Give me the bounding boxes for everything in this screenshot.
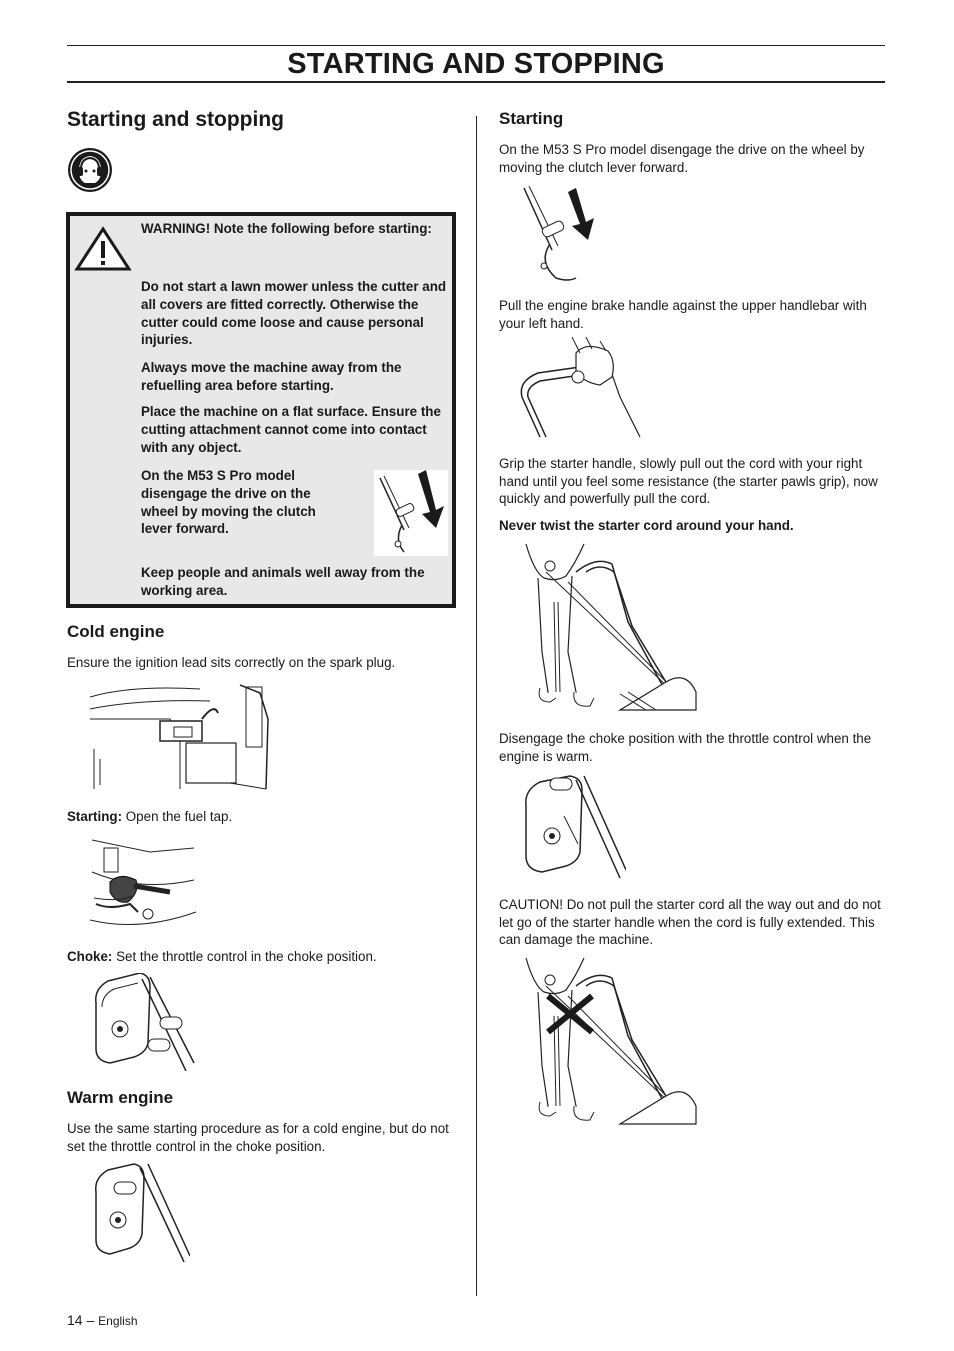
footer-language: English	[98, 1314, 138, 1328]
spark-plug-illustration	[90, 679, 270, 791]
starting-text-1: On the M53 S Pro model disengage the dri…	[499, 142, 865, 175]
cold-engine-title: Cold engine	[67, 622, 165, 641]
throttle-warm-illustration	[90, 1162, 190, 1262]
section-title: Starting and stopping	[67, 108, 284, 131]
choke-text: Set the throttle control in the choke po…	[112, 949, 377, 964]
throttle-choke-illustration	[90, 973, 196, 1071]
starting-instruction: Starting: Open the fuel tap.	[67, 808, 457, 826]
warning-text-1: Do not start a lawn mower unless the cut…	[141, 279, 447, 348]
warning-text-5: Keep people and animals well away from t…	[141, 565, 425, 598]
caution-pull-cord-illustration	[516, 956, 698, 1126]
starting-text-5: Disengage the choke position with the th…	[499, 731, 872, 764]
warning-text-3: Place the machine on a flat surface. Ens…	[141, 404, 441, 455]
throttle-disengage-illustration	[520, 772, 626, 880]
warning-triangle-icon	[74, 226, 132, 272]
brake-handle-illustration	[516, 337, 644, 439]
cold-engine-text: Ensure the ignition lead sits correctly …	[67, 655, 396, 670]
starting-text-6: CAUTION! Do not pull the starter cord al…	[499, 897, 881, 947]
starting-text-3: Grip the starter handle, slowly pull out…	[499, 456, 878, 506]
warm-engine-title: Warm engine	[67, 1088, 174, 1107]
fuel-tap-illustration	[90, 832, 198, 932]
warm-engine-text: Use the same starting procedure as for a…	[67, 1121, 449, 1154]
page-header: STARTING AND STOPPING	[67, 45, 885, 83]
warning-text-4: On the M53 S Pro model disengage the dri…	[141, 468, 316, 537]
choke-instruction: Choke: Set the throttle control in the c…	[67, 948, 457, 966]
clutch-lever-illustration-2	[516, 184, 606, 282]
hearing-protection-icon	[67, 147, 113, 193]
warning-box: WARNING! Note the following before start…	[66, 212, 456, 608]
starting-text: Open the fuel tap.	[122, 809, 233, 824]
starting-title: Starting	[499, 109, 564, 128]
warning-heading: WARNING! Note the following before start…	[141, 221, 432, 236]
choke-label: Choke:	[67, 949, 113, 964]
column-divider	[476, 116, 477, 1296]
page-title: STARTING AND STOPPING	[287, 48, 665, 80]
page-footer: 14 – English	[67, 1312, 138, 1328]
clutch-lever-illustration	[374, 470, 448, 556]
starting-label: Starting:	[67, 809, 123, 824]
warning-text-2: Always move the machine away from the re…	[141, 360, 402, 393]
page-number: 14 –	[67, 1312, 95, 1328]
pull-cord-illustration	[516, 542, 698, 712]
starting-text-4: Never twist the starter cord around your…	[499, 518, 794, 533]
starting-text-2: Pull the engine brake handle against the…	[499, 298, 867, 331]
